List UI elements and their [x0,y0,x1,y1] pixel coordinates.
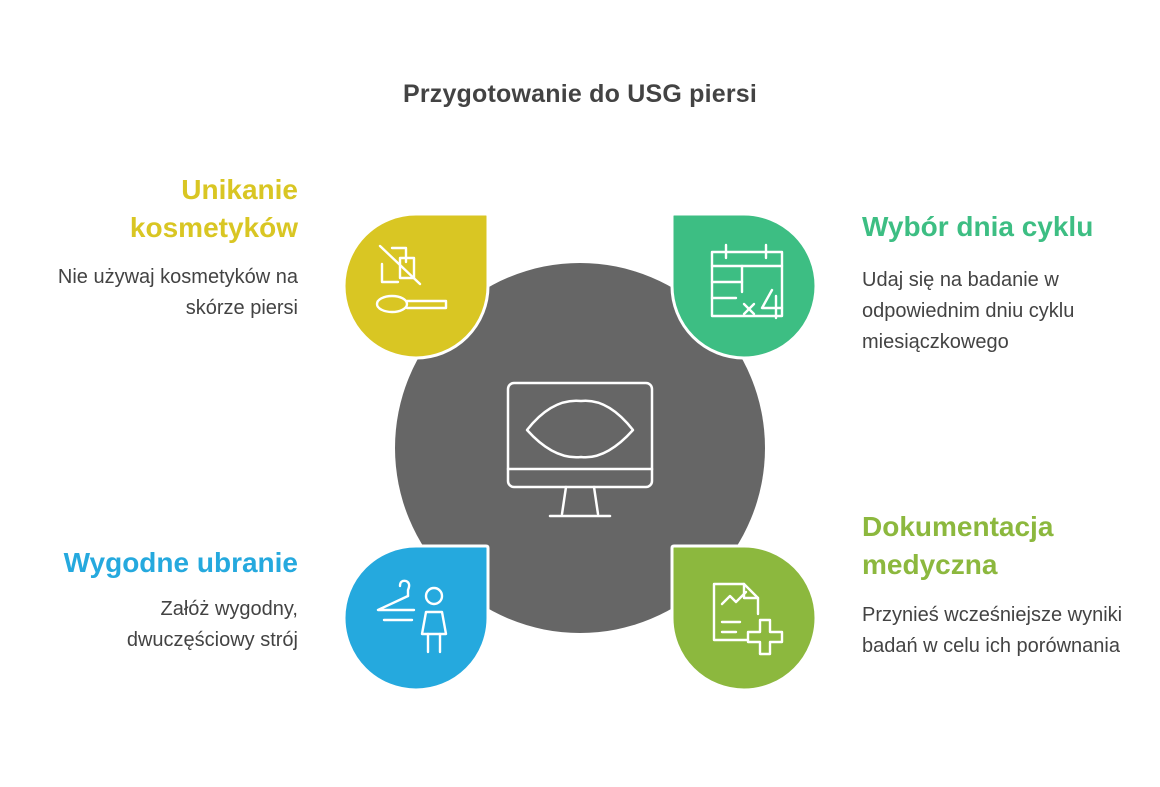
step-heading-cycle-day: Wybór dnia cyklu [862,211,1094,242]
step-heading-documents: Dokumentacja medyczna [862,511,1054,580]
ultrasound-monitor-icon [506,381,654,518]
step-heading-cosmetics: Unikanie kosmetyków [129,174,298,243]
petal-top-left [342,212,490,360]
page-title: Przygotowanie do USG piersi [402,80,758,108]
center-circle [395,263,765,633]
no-cosmetics-icon [375,244,448,314]
petal-bottom-right [670,544,818,692]
step-desc-documents: Przynieś wcześniejsze wyniki badań w cel… [862,604,1123,657]
hanger-person-icon [376,579,448,654]
step-desc-cosmetics: Nie używaj kosmetyków na skórze piersi [57,266,298,319]
petal-bottom-left [342,544,490,692]
petal-top-right [670,212,818,360]
medical-document-icon [712,582,784,656]
step-desc-cycle-day: Udaj się na badanie w odpowiednim dniu c… [862,269,1075,353]
step-desc-clothing: Załóż wygodny, dwuczęściowy strój [126,598,298,651]
step-heading-clothing: Wygodne ubranie [63,547,298,578]
calendar-icon [710,243,784,320]
